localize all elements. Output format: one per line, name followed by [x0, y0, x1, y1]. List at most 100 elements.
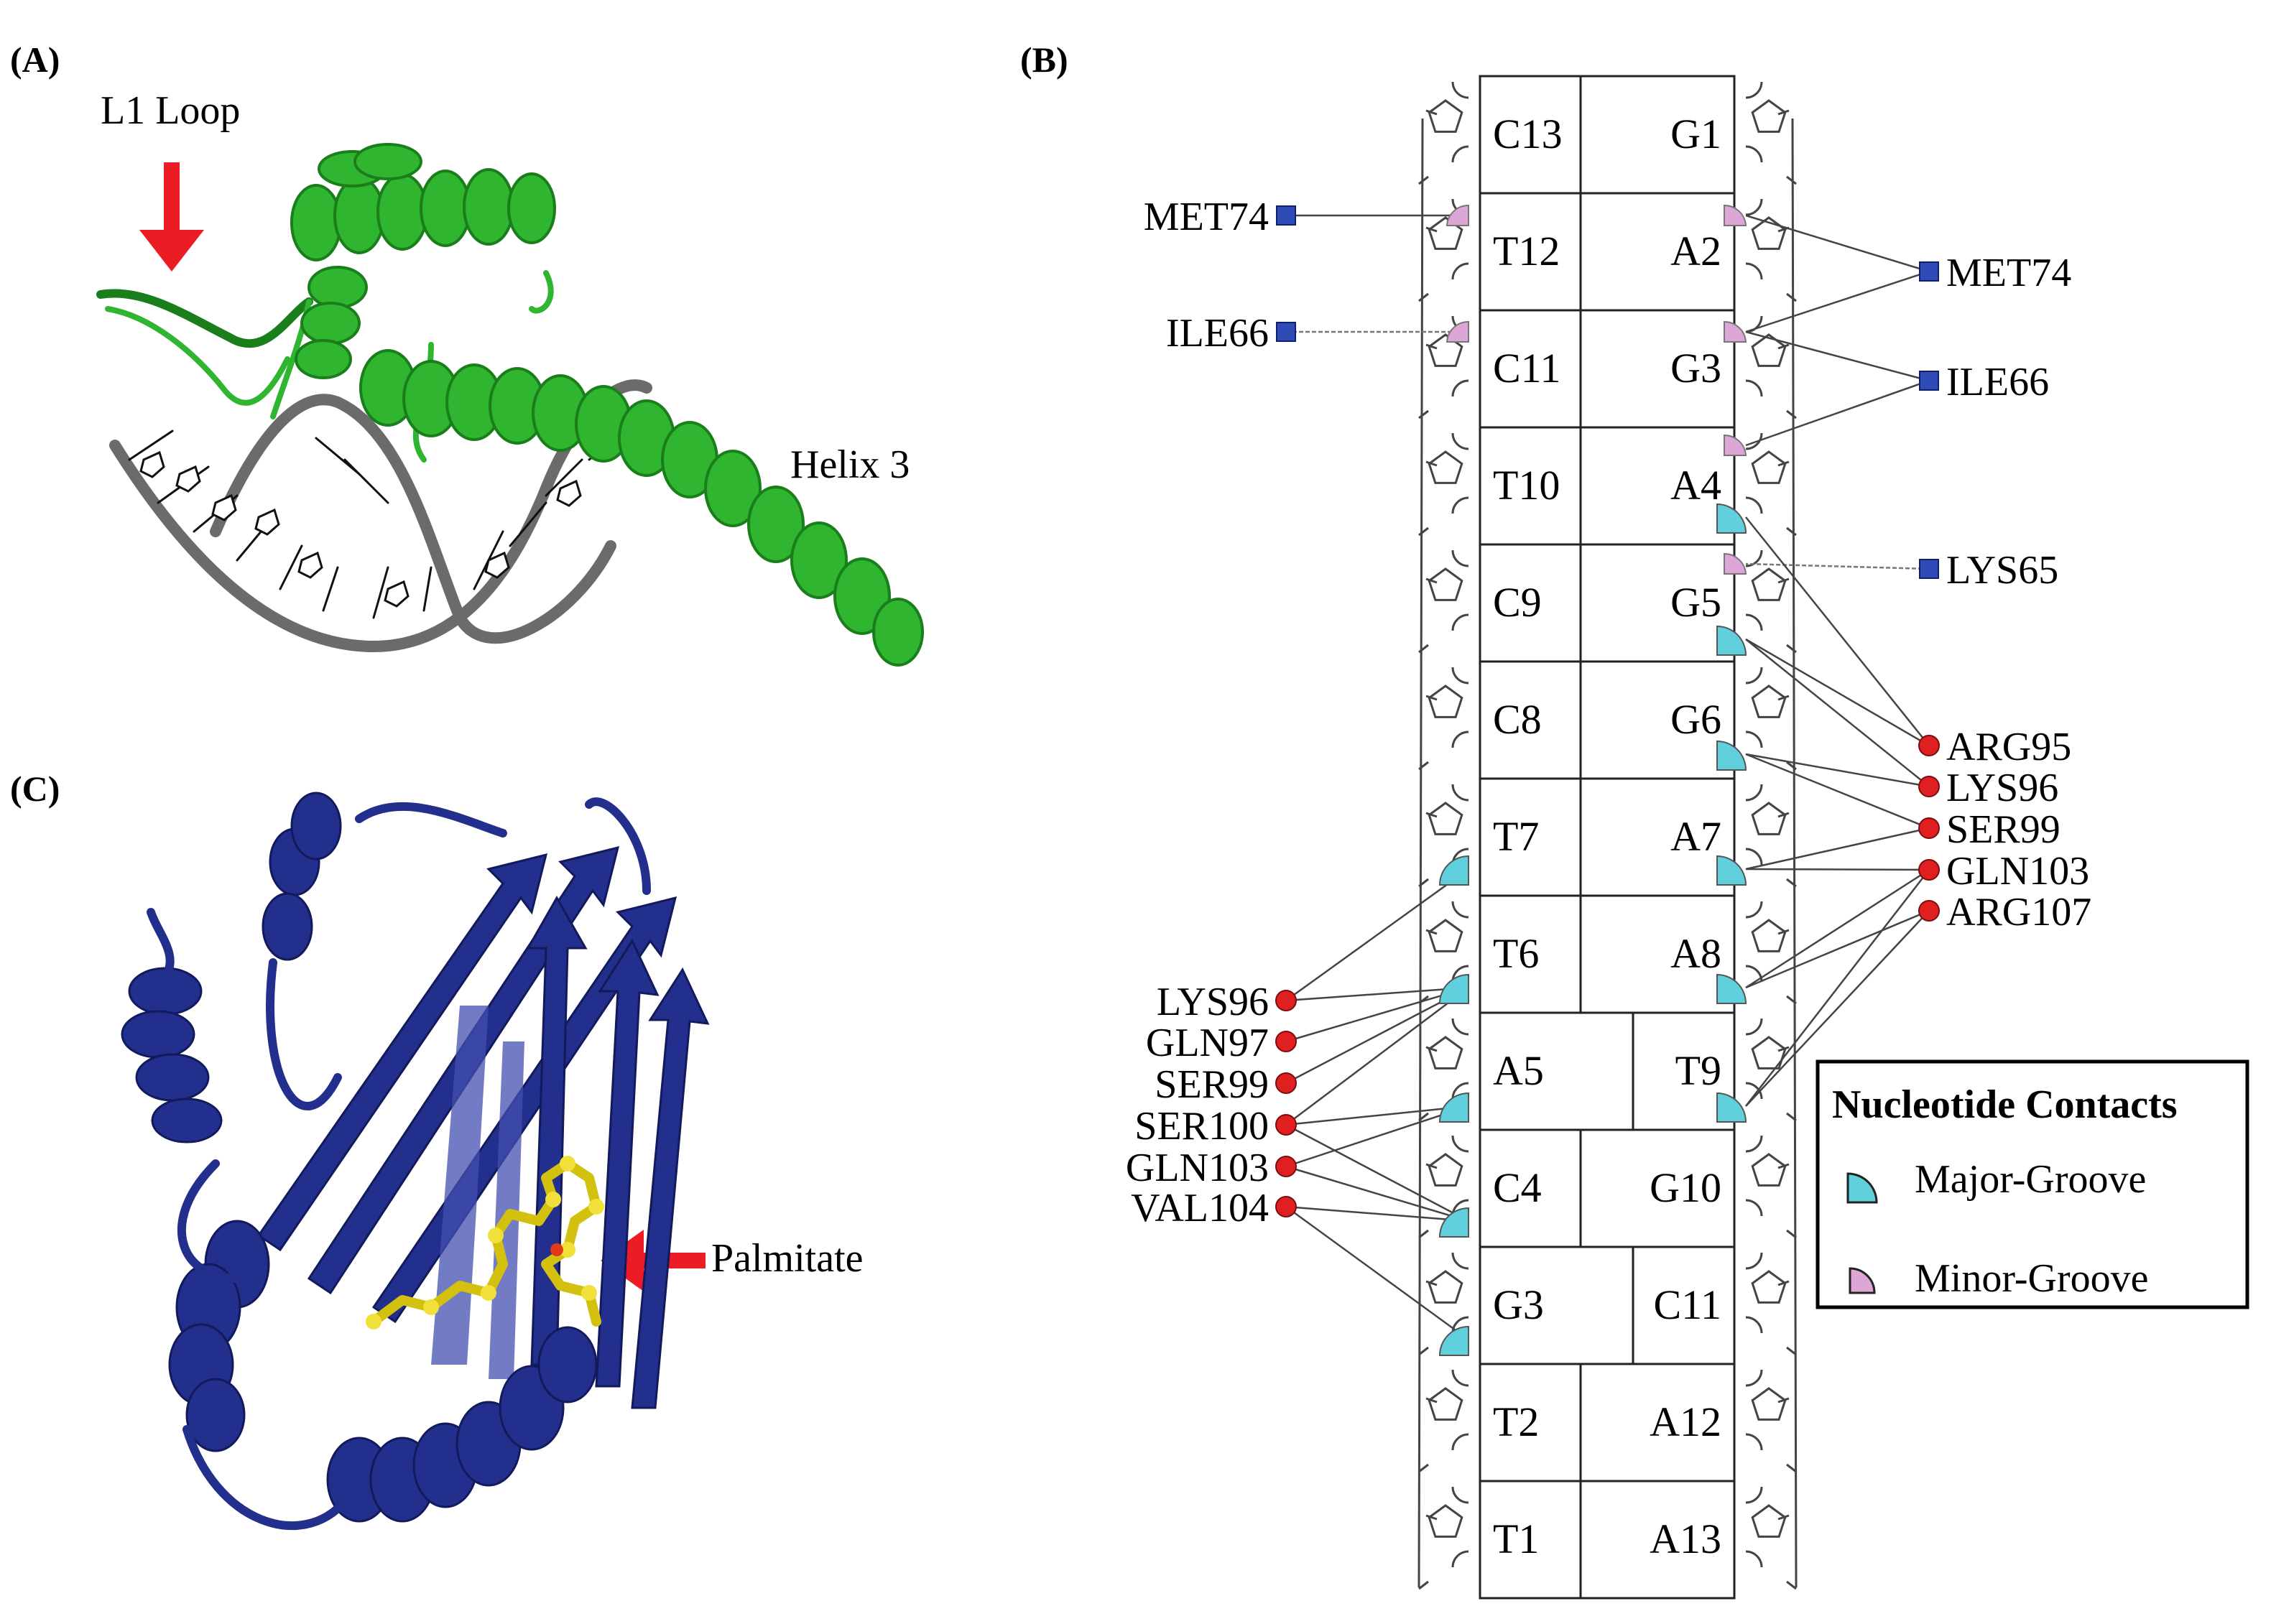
major-groove-contact [1438, 1325, 1469, 1356]
sugar-pair [1418, 1018, 1797, 1122]
base-pair-row: T7 A7 [1479, 777, 1736, 897]
base-right: A13 [1650, 1516, 1721, 1562]
major-groove-contact [1716, 973, 1747, 1004]
base-right: A8 [1670, 930, 1721, 977]
residue-lys96: LYS96 [1157, 980, 1297, 1024]
palmitate-ligand [369, 1159, 601, 1327]
residue-label: MET74 [1946, 251, 2071, 295]
residue-label: SER100 [1134, 1104, 1269, 1149]
residue-lys65: LYS65 [1919, 548, 2058, 593]
residue-ser100: SER100 [1134, 1104, 1297, 1149]
base-right: G10 [1650, 1164, 1721, 1211]
residues-right: MET74ILE66LYS65ARG95LYS96SER99GLN103ARG1… [1918, 251, 2091, 934]
base-right: G6 [1670, 696, 1721, 743]
residue-lys96: LYS96 [1918, 766, 2058, 810]
residue-label: GLN97 [1146, 1021, 1269, 1065]
panel-c: (C) Palmitate [10, 769, 864, 1531]
base-right: A12 [1650, 1398, 1721, 1445]
residue-label: SER99 [1155, 1062, 1269, 1107]
base-pair-row: T6 A8 [1479, 894, 1736, 1014]
major-groove-contact [1716, 625, 1747, 656]
residue-label: ARG95 [1946, 725, 2071, 769]
base-left: T6 [1493, 930, 1539, 977]
base-left: T2 [1493, 1398, 1539, 1445]
major-groove-contact [1438, 973, 1469, 1004]
legend-minor-icon [1849, 1267, 1876, 1294]
residue-ile66: ILE66 [1166, 311, 1296, 356]
base-left: T1 [1493, 1516, 1539, 1562]
sugar-pair [1418, 667, 1797, 771]
base-left: T10 [1493, 462, 1560, 509]
protein-cartoon-a [96, 143, 924, 667]
residue-arg107: ARG107 [1918, 890, 2091, 934]
base-left: C8 [1493, 696, 1542, 743]
base-right: A4 [1670, 462, 1721, 509]
base-pair-row: T2 A12 [1479, 1363, 1736, 1483]
minor-groove-contact [1724, 320, 1747, 343]
residue-ser99: SER99 [1155, 1062, 1297, 1107]
contact-lines [1285, 214, 1930, 1341]
residue-label: SER99 [1946, 807, 2060, 852]
base-left: C4 [1493, 1164, 1542, 1211]
dna-backbone [1417, 81, 1798, 1590]
base-right: G3 [1670, 345, 1721, 391]
legend-minor-label: Minor-Groove [1915, 1256, 2148, 1301]
l1-loop-arrow [139, 162, 204, 272]
sugar-pair [1418, 1135, 1797, 1239]
major-groove-contact [1438, 855, 1469, 886]
minor-groove-contact [1446, 204, 1469, 226]
palmitate-label: Palmitate [711, 1236, 864, 1281]
major-groove-contact [1438, 1207, 1469, 1238]
residue-label: MET74 [1144, 195, 1269, 239]
base-pair-row: C11 G3 [1479, 309, 1736, 429]
residue-gln97: GLN97 [1146, 1021, 1297, 1065]
minor-groove-contact [1724, 434, 1747, 456]
residues-left: MET74ILE66LYS96GLN97SER99SER100GLN103VAL… [1126, 195, 1297, 1230]
residue-label: ILE66 [1946, 360, 2049, 404]
legend-major-icon [1846, 1172, 1878, 1204]
base-right: A7 [1670, 813, 1721, 860]
base-pair-row: C8 G6 [1479, 660, 1736, 780]
sugar-pair [1418, 901, 1797, 1005]
residue-ser99: SER99 [1918, 807, 2060, 852]
legend: Nucleotide Contacts Major-Groove Minor-G… [1816, 1059, 2249, 1309]
base-pair-row: C4 G10 [1479, 1128, 1736, 1248]
sugar-pair [1418, 432, 1797, 537]
sugar-pair [1418, 1486, 1797, 1590]
residue-label: GLN103 [1126, 1146, 1269, 1190]
residue-met74: MET74 [1919, 251, 2071, 295]
base-right: G5 [1670, 579, 1721, 626]
minor-groove-contact [1446, 320, 1469, 343]
residue-label: LYS96 [1946, 766, 2058, 810]
residue-met74: MET74 [1144, 195, 1296, 239]
panel-b-label: (B) [1020, 40, 1068, 80]
base-right: C11 [1653, 1281, 1721, 1328]
sugar-pair [1418, 549, 1797, 654]
base-left: T7 [1493, 813, 1539, 860]
base-pair-row: T1 A13 [1479, 1480, 1736, 1600]
base-left: T12 [1493, 228, 1560, 274]
residue-ile66: ILE66 [1919, 360, 2049, 404]
base-left: C11 [1493, 345, 1561, 391]
major-groove-contact [1716, 855, 1747, 886]
base-right: A2 [1670, 228, 1721, 274]
base-right: T9 [1675, 1047, 1721, 1094]
base-pair-row: T12 A2 [1479, 192, 1736, 312]
major-groove-contact [1716, 740, 1747, 771]
panel-c-label: (C) [10, 769, 60, 809]
residue-label: VAL104 [1131, 1186, 1269, 1230]
helix-3-label: Helix 3 [790, 442, 910, 487]
residue-label: ARG107 [1946, 890, 2091, 934]
sugar-pair [1418, 1252, 1797, 1356]
legend-major-label: Major-Groove [1915, 1157, 2146, 1202]
legend-title: Nucleotide Contacts [1832, 1082, 2178, 1127]
major-groove-contact [1716, 503, 1747, 534]
residue-label: LYS65 [1946, 548, 2058, 593]
sugar-pair [1418, 81, 1797, 185]
